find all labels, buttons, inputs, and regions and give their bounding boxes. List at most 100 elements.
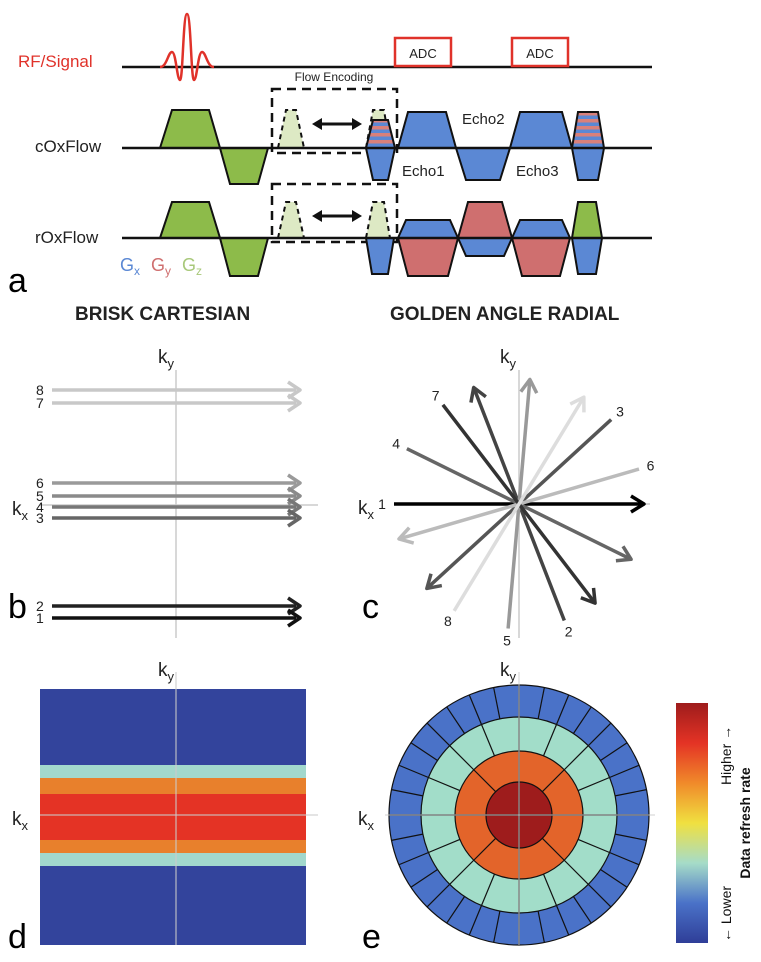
roxflow-gz-lobe-1 [158, 201, 222, 239]
adc-box-1 [393, 36, 453, 68]
echo2-label: Echo2 [462, 111, 505, 128]
legend-gz: Gz [182, 255, 202, 278]
panel-a-letter: a [8, 262, 27, 300]
legend-gy: Gy [151, 255, 171, 278]
flow-encoding-label: Flow Encoding [295, 70, 374, 84]
panel-d-letter: d [8, 918, 27, 956]
panel-d-kx-label: kx [12, 809, 29, 833]
cartesian-line-1: 1 [36, 608, 302, 628]
roxflow-gy-echo2 [456, 201, 514, 239]
panel-b-letter: b [8, 588, 27, 626]
coxflow-flow-lobe-1 [276, 109, 306, 149]
panel-c-letter: c [362, 588, 379, 626]
gradient-legend: Gx Gy Gz [120, 255, 202, 278]
flow-encoding-box-1 [270, 87, 399, 155]
coxflow-gx-echo2 [454, 147, 512, 181]
panel-c-kx-label: kx [358, 498, 375, 522]
rf-pulse-waveform [159, 12, 215, 82]
cartesian-line-label-8: 8 [36, 382, 44, 398]
roxflow-gz-rewind [570, 201, 604, 239]
panel-e-kx-label: kx [358, 809, 375, 833]
cartesian-line-label-4: 4 [36, 499, 44, 515]
cartesian-line-7: 7 [36, 393, 302, 413]
cartesian-line-label-7: 7 [36, 395, 44, 411]
panel-e-ky-label: ky [500, 660, 517, 684]
panel-e-letter: e [362, 918, 381, 956]
cartesian-line-label-6: 6 [36, 475, 44, 491]
adc-label-2: ADC [526, 46, 553, 61]
echo1-label: Echo1 [402, 163, 445, 180]
radial-spoke-label-4: 4 [392, 435, 400, 451]
colorbar-lower-label: ← Lower [718, 886, 734, 942]
roxflow-gy-echo1 [396, 237, 460, 277]
roxflow-label: rOxFlow [35, 228, 99, 247]
radial-spoke-label-1: 1 [378, 496, 386, 512]
legend-gx: Gx [120, 255, 140, 278]
cartesian-line-label-3: 3 [36, 510, 44, 526]
refresh-band-6 [40, 853, 306, 866]
radial-spoke-label-7: 7 [432, 387, 440, 403]
roxflow-gx-echo3 [510, 219, 572, 239]
roxflow-gx-pre [364, 237, 396, 275]
colorbar-title: Data refresh rate [737, 767, 753, 878]
colorbar-gradient [676, 703, 708, 943]
cartesian-line-label-5: 5 [36, 488, 44, 504]
echo3-label: Echo3 [516, 163, 559, 180]
radial-spoke-8: 8 [444, 395, 586, 629]
panel-d-ky-label: ky [158, 660, 175, 684]
radial-spoke-6: 6 [397, 458, 655, 545]
radial-spoke-label-2: 2 [565, 624, 573, 640]
cartesian-line-6: 6 [36, 473, 302, 493]
flow-arrow-2 [312, 210, 362, 222]
roxflow-gy-echo3 [510, 237, 572, 277]
refresh-band-4 [40, 794, 306, 840]
panel-b-title: BRISK CARTESIAN [75, 304, 250, 325]
refresh-band-5 [40, 840, 306, 853]
panel-b-ky-label: ky [158, 347, 175, 371]
panel-c-ky-label: ky [500, 347, 517, 371]
panel-d: ky kx d [8, 660, 318, 956]
cartesian-line-3: 3 [36, 508, 302, 528]
cartesian-line-5: 5 [36, 486, 302, 506]
cartesian-line-label-1: 1 [36, 610, 44, 626]
radial-spoke-label-3: 3 [616, 403, 624, 419]
panel-a: a RF/Signal ADC ADC Flow Encoding cOxFlo… [8, 12, 652, 300]
roxflow-gx-echo2 [456, 237, 514, 257]
coxflow-gx-rewind [570, 147, 606, 181]
roxflow-flow-lobe-2 [364, 201, 392, 239]
cartesian-line-8: 8 [36, 380, 302, 400]
cartesian-line-2: 2 [36, 596, 302, 616]
coxflow-gz-lobe-2 [218, 147, 270, 185]
roxflow-gx-rewind [570, 237, 604, 275]
panel-b-kx-label: kx [12, 499, 29, 523]
cartesian-refresh-bands [40, 689, 306, 945]
refresh-band-3 [40, 778, 306, 794]
panel-c: GOLDEN ANGLE RADIAL ky kx 1 2 3 4 5 6 7 8 c [358, 304, 655, 648]
flow-encoding-box-2 [270, 182, 399, 244]
coxflow-gradients [158, 109, 606, 185]
coxflow-phase-lobe-1 [364, 119, 397, 149]
cartesian-line-label-2: 2 [36, 598, 44, 614]
coxflow-phase-lobe-2 [570, 111, 606, 149]
coxflow-gz-lobe-1 [158, 109, 222, 149]
radial-spokes: 1 2 3 4 5 6 7 8 [378, 377, 655, 648]
colorbar-higher-label: Higher → [718, 726, 734, 785]
radial-spoke-label-6: 6 [647, 458, 655, 474]
adc-box-2 [510, 36, 570, 68]
rf-signal-label: RF/Signal [18, 52, 93, 71]
radial-spoke-label-5: 5 [503, 632, 511, 648]
colorbar: Data refresh rate Higher → ← Lower [676, 703, 753, 943]
panel-e: ky kx e [358, 660, 655, 956]
adc-label-1: ADC [409, 46, 436, 61]
radial-spoke-4: 4 [392, 435, 633, 563]
cartesian-line-4: 4 [36, 497, 302, 517]
panel-c-title: GOLDEN ANGLE RADIAL [390, 304, 620, 325]
flow-arrow-1 [312, 118, 362, 130]
radial-spoke-label-8: 8 [444, 613, 452, 629]
refresh-band-7 [40, 866, 306, 945]
coxflow-gx-echo3 [508, 111, 574, 149]
coxflow-gx-lobe-pre [364, 147, 397, 181]
refresh-band-2 [40, 765, 306, 778]
